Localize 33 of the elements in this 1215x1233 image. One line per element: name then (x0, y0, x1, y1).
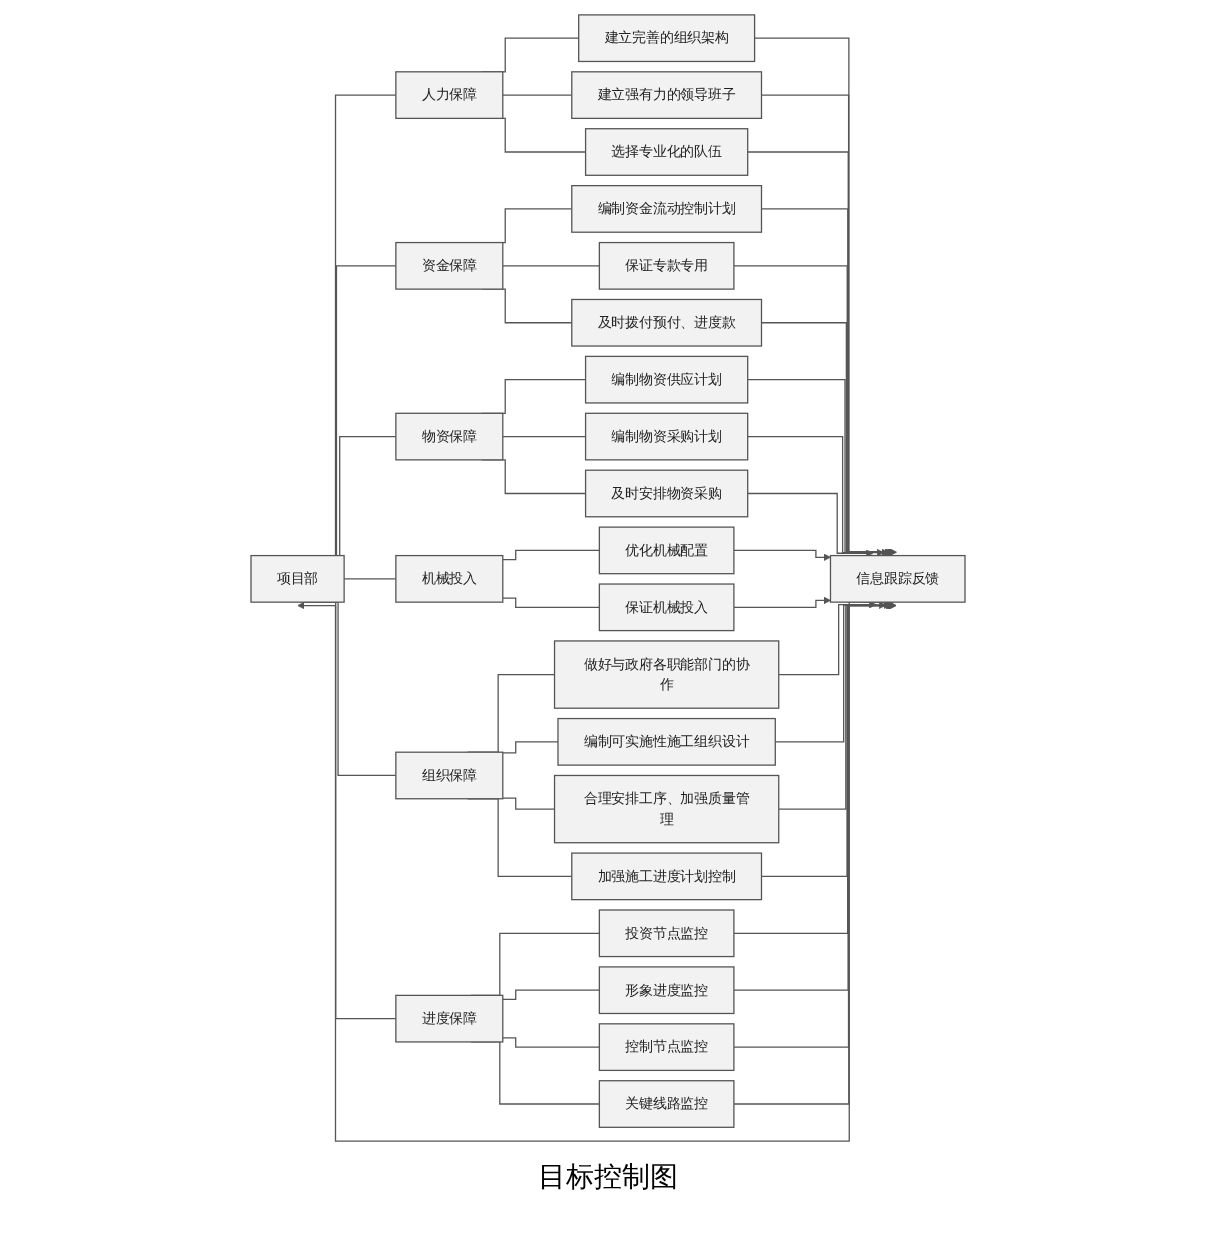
node-box: 投资节点监控 (598, 909, 735, 958)
node-box: 资金保障 (394, 241, 503, 290)
connector (501, 797, 555, 810)
node-box: 编制物资采购计划 (584, 412, 748, 461)
node-box: 及时拨付预付、进度款 (570, 298, 762, 347)
node-box: 保证机械投入 (598, 583, 735, 632)
node-box: 组织保障 (394, 751, 503, 800)
node-box: 编制可实施性施工组织设计 (556, 717, 776, 766)
node-box: 合理安排工序、加强质量管理 (553, 774, 779, 844)
node-box: 控制节点监控 (598, 1023, 735, 1072)
node-box: 选择专业化的队伍 (584, 128, 748, 176)
node-box: 做好与政府各职能部门的协作 (553, 640, 779, 709)
node-box: 物资保障 (394, 412, 503, 461)
node-box: 信息跟踪反馈 (829, 554, 966, 603)
node-box: 人力保障 (394, 71, 503, 120)
node-box: 编制资金流动控制计划 (570, 185, 762, 233)
node-box: 建立强有力的领导班子 (570, 71, 762, 120)
caption: 目标控制图 (536, 1159, 679, 1195)
node-box: 关键线路监控 (598, 1080, 735, 1128)
node-box: 编制物资供应计划 (584, 355, 748, 404)
node-box: 机械投入 (394, 554, 503, 603)
connector (343, 578, 396, 580)
node-box: 建立完善的组织架构 (577, 14, 755, 63)
node-box: 及时安排物资采购 (584, 469, 748, 518)
arrow (774, 601, 886, 743)
node-box: 优化机械配置 (598, 526, 735, 575)
node-box: 形象进度监控 (598, 966, 735, 1015)
node-box: 保证专款专用 (598, 241, 735, 290)
node-box: 项目部 (249, 554, 345, 603)
node-box: 进度保障 (394, 994, 503, 1043)
arrow (760, 94, 896, 556)
arrow (296, 601, 895, 1142)
node-box: 加强施工进度计划控制 (570, 852, 762, 901)
